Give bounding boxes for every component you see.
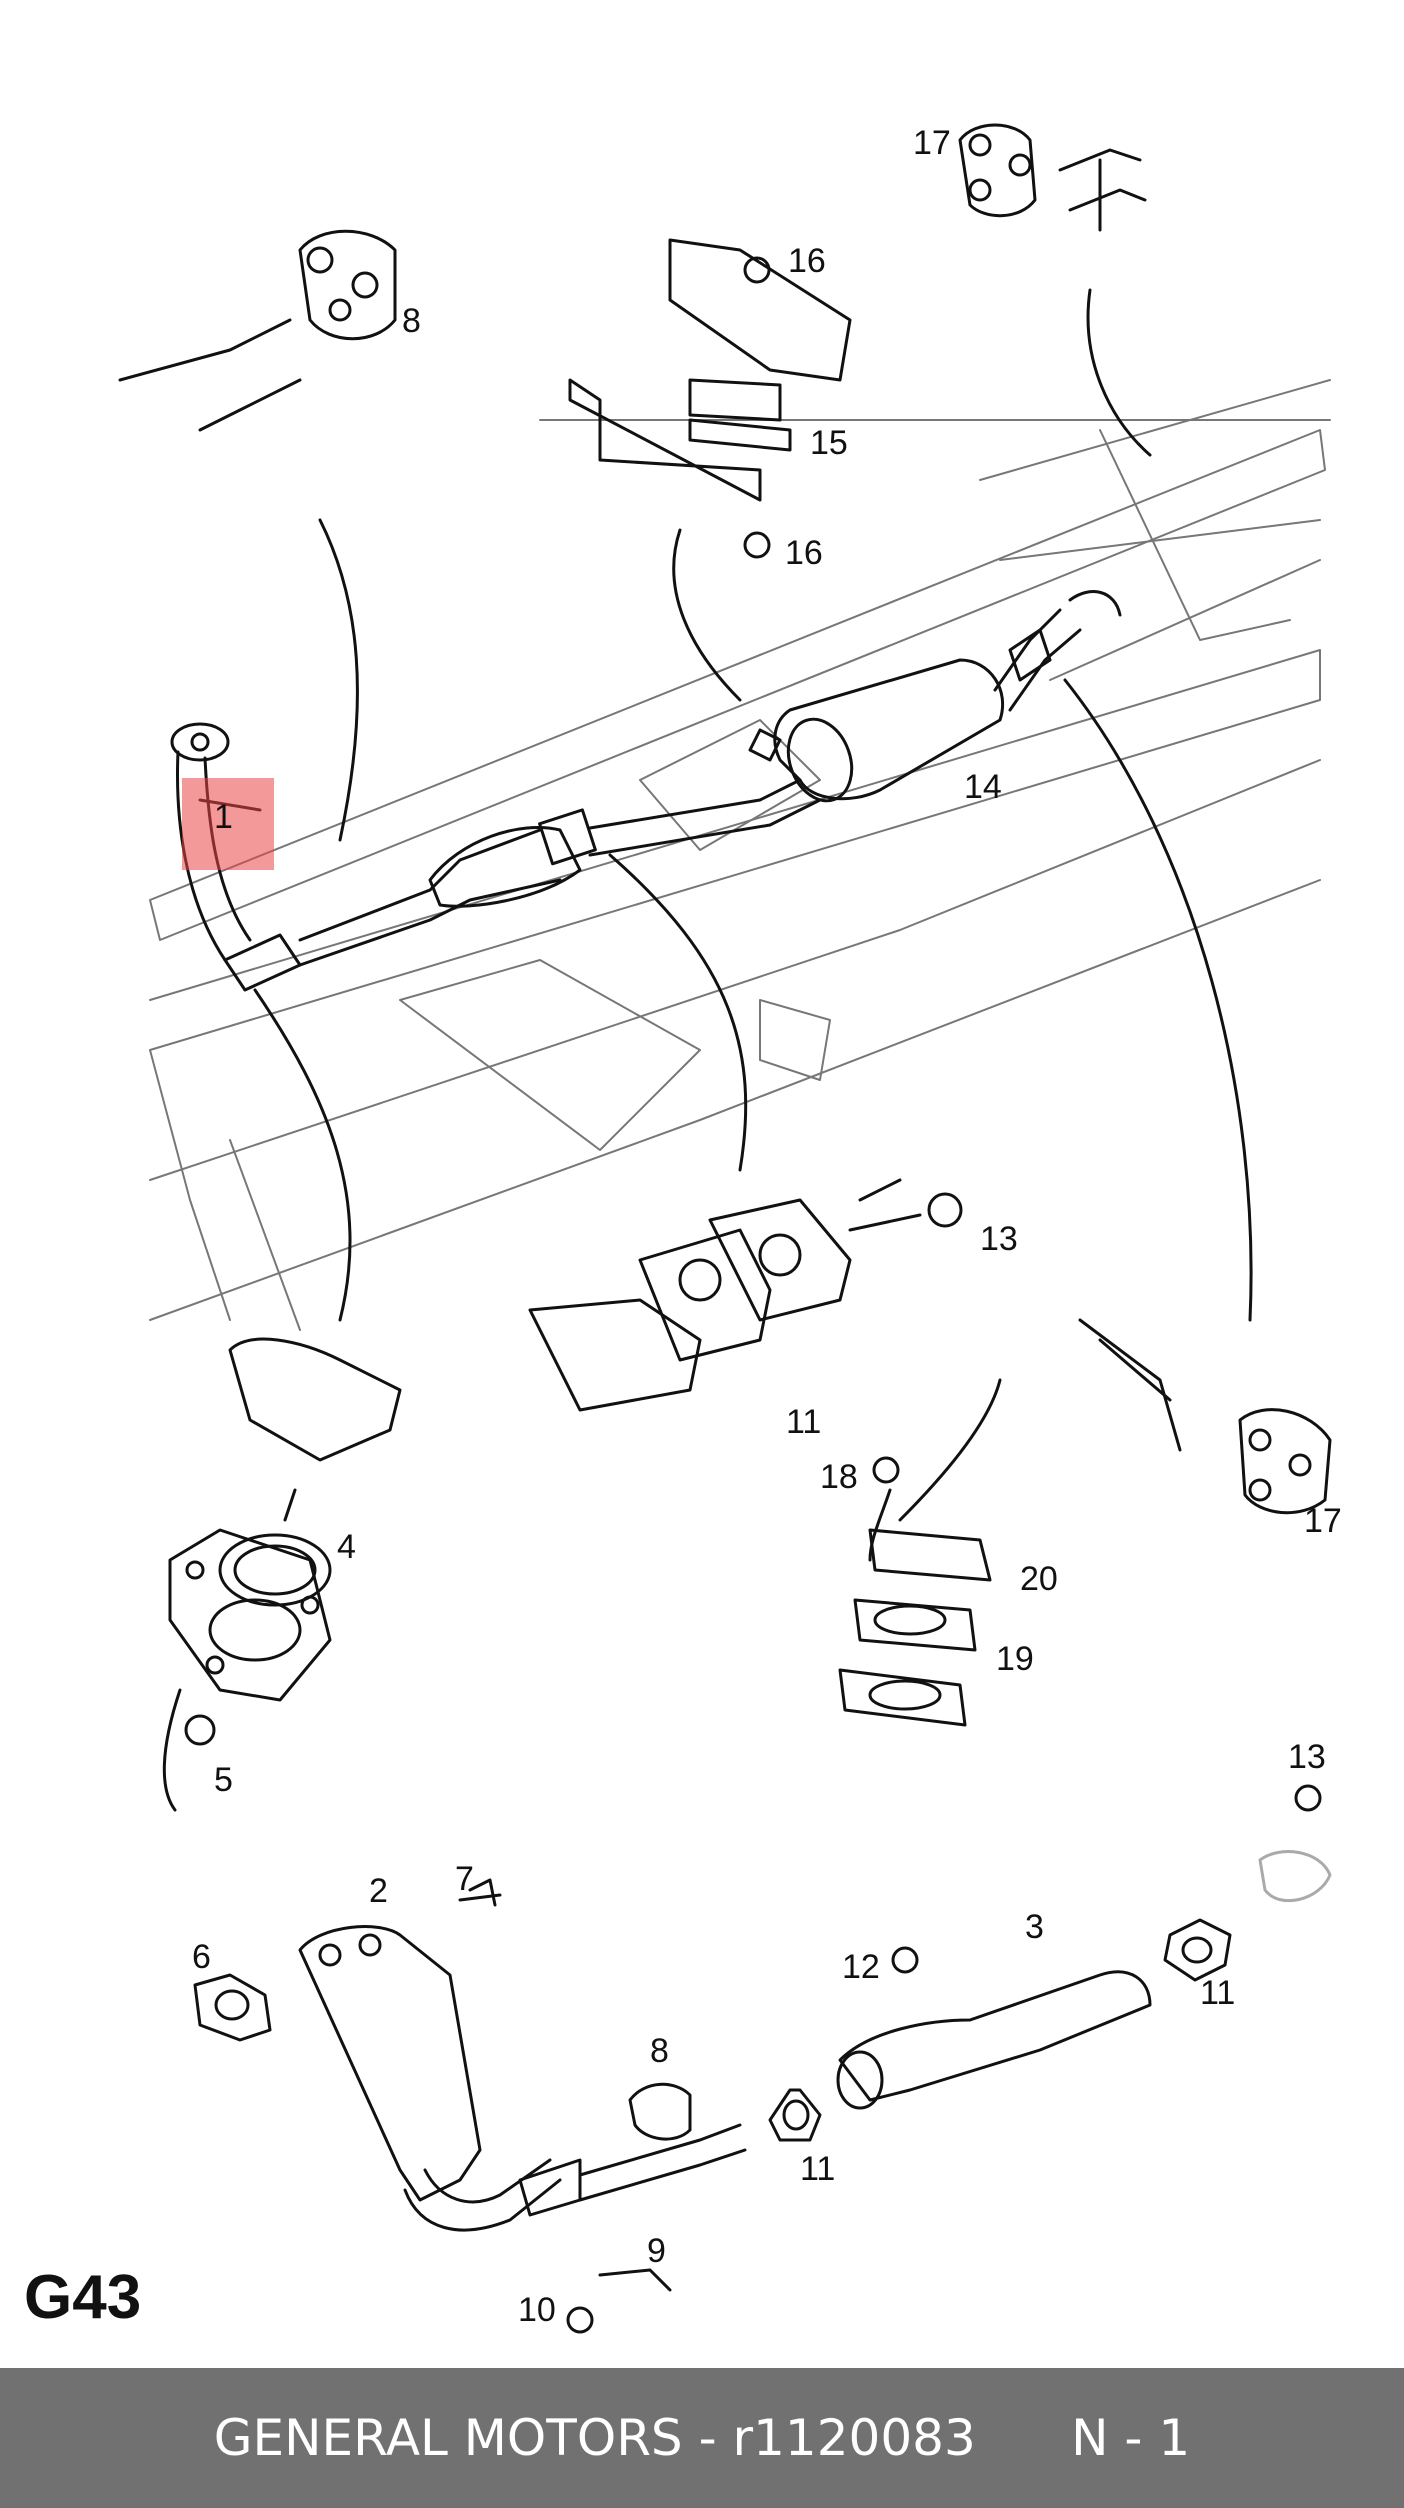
callout-10: 10 <box>518 2291 556 2329</box>
callout-2: 2 <box>369 1872 388 1910</box>
callout-13-upper: 13 <box>980 1220 1018 1258</box>
mount-bracket-15 <box>568 238 852 559</box>
exhaust-assembly <box>170 590 1122 992</box>
callout-16-bottom: 16 <box>785 534 823 572</box>
callout-5: 5 <box>214 1761 233 1799</box>
hanger-17-top <box>958 123 1147 232</box>
callout-8-bottom: 8 <box>650 2032 669 2070</box>
callout-16-top: 16 <box>788 242 826 280</box>
callout-1: 1 <box>214 798 233 836</box>
part-1-highlight <box>182 778 274 870</box>
callout-9: 9 <box>647 2232 666 2270</box>
exhaust-system-diagram: 1 2 3 4 5 6 7 8 8 9 10 11 11 11 11 12 13… <box>24 123 1342 2334</box>
callout-11-bottom: 11 <box>800 2150 836 2188</box>
hanger-17-bottom <box>1078 1318 1332 1515</box>
callout-14: 14 <box>964 768 1002 806</box>
callout-20: 20 <box>1020 1560 1058 1598</box>
footer-bar: GENERAL MOTORS - r1120083 N - 1 <box>0 2368 1404 2508</box>
exploded-parts <box>193 1784 1332 2334</box>
footer-position: N - 1 <box>1071 2409 1191 2467</box>
callout-6: 6 <box>192 1938 211 1976</box>
leader-arrows <box>253 288 1253 1322</box>
callout-19: 19 <box>996 1640 1034 1678</box>
footer-brand: GENERAL MOTORS <box>213 2409 683 2467</box>
chassis-frame <box>149 379 1331 1331</box>
callout-12: 12 <box>842 1948 880 1986</box>
callout-18: 18 <box>820 1458 858 1496</box>
footer-gap <box>976 2409 1071 2467</box>
callout-17-top: 17 <box>913 124 951 162</box>
callout-8-top: 8 <box>402 302 421 340</box>
flange-detail-19 <box>838 1378 1002 1727</box>
hanger-8-top <box>118 229 397 432</box>
footer-separator: - <box>682 2409 733 2467</box>
flange-detail-4 <box>162 1337 402 1812</box>
footer-part-number: r1120083 <box>732 2409 976 2467</box>
callout-7: 7 <box>455 1860 474 1898</box>
flange-detail-11 <box>528 1178 963 1412</box>
callout-11-middle: 11 <box>786 1403 822 1441</box>
callout-11-right: 11 <box>1200 1974 1236 2012</box>
callout-15: 15 <box>810 424 848 462</box>
callout-3: 3 <box>1025 1908 1044 1946</box>
callout-17-bottom: 17 <box>1304 1502 1342 1540</box>
callout-4: 4 <box>337 1528 356 1566</box>
page-code: G43 <box>24 2263 142 2332</box>
diagram-drawing <box>118 123 1332 2334</box>
callout-13-lower: 13 <box>1288 1738 1326 1776</box>
